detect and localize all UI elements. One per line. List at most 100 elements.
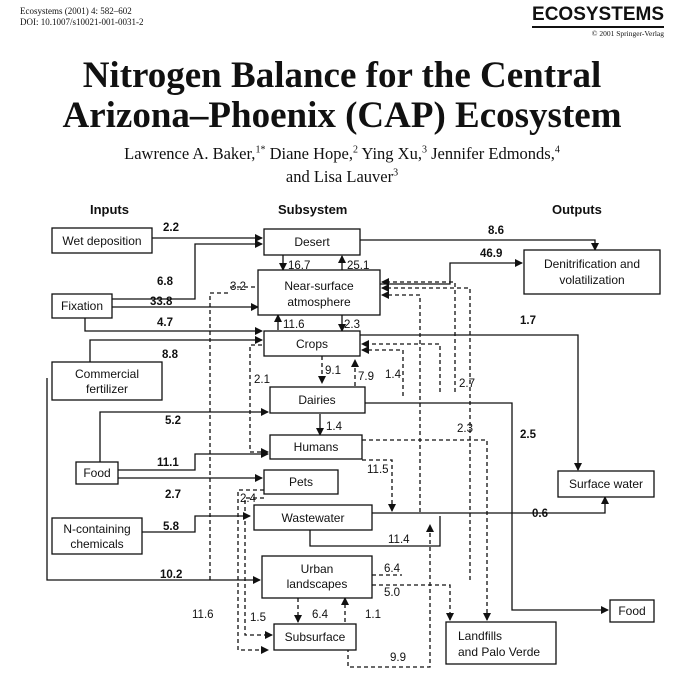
svg-text:1.4: 1.4 — [326, 421, 343, 433]
svg-text:landscapes: landscapes — [287, 577, 348, 591]
title-line-2: Arizona–Phoenix (CAP) Ecosystem — [62, 95, 622, 136]
svg-text:7.9: 7.9 — [358, 371, 374, 383]
author-list: Lawrence A. Baker,1* Diane Hope,2 Ying X… — [0, 140, 684, 187]
svg-text:5.2: 5.2 — [165, 415, 181, 427]
svg-text:11.1: 11.1 — [157, 457, 179, 469]
citation-line-2: DOI: 10.1007/s10021-001-0031-2 — [20, 17, 144, 27]
svg-text:8.8: 8.8 — [162, 349, 179, 361]
author-4: Jennifer Edmonds,4 — [426, 143, 560, 163]
svg-text:Urban: Urban — [301, 562, 334, 576]
svg-text:and Palo Verde: and Palo Verde — [458, 645, 540, 659]
svg-text:11.5: 11.5 — [367, 464, 389, 476]
svg-text:Wet deposition: Wet deposition — [62, 234, 141, 248]
svg-text:1.4: 1.4 — [385, 369, 402, 381]
title-line-1: Nitrogen Balance for the Central — [82, 55, 602, 96]
svg-text:25.1: 25.1 — [347, 260, 369, 272]
output-box-denitrification: Denitrification and volatilization — [523, 249, 661, 295]
solid-flows — [46, 234, 609, 614]
flow-labels: 2.2 6.8 33.8 4.7 8.8 5.2 11.1 2.7 5.8 10… — [150, 222, 548, 664]
svg-text:11.4: 11.4 — [388, 534, 410, 546]
svg-text:2.7: 2.7 — [165, 489, 181, 501]
svg-text:6.8: 6.8 — [157, 276, 174, 288]
svg-text:6.4: 6.4 — [384, 563, 401, 575]
subsystem-urban-landscapes: Urban landscapes — [261, 555, 373, 599]
svg-text:chemicals: chemicals — [70, 537, 123, 551]
subsystem-wastewater: Wastewater — [253, 504, 373, 531]
journal-name: ECOSYSTEMS — [532, 4, 664, 28]
subsystem-atmosphere: Near-surface atmosphere — [257, 269, 381, 316]
svg-text:2.1: 2.1 — [254, 374, 270, 386]
svg-text:33.8: 33.8 — [150, 296, 173, 308]
output-box-landfills: Landfills and Palo Verde — [445, 621, 557, 665]
author-5: and Lisa Lauver3 — [285, 167, 399, 186]
author-2: Diane Hope,2 — [265, 143, 358, 163]
svg-text:fertilizer: fertilizer — [86, 382, 128, 396]
svg-text:Denitrification and: Denitrification and — [544, 257, 640, 271]
input-box-fixation: Fixation — [51, 293, 113, 319]
svg-text:Food: Food — [83, 466, 110, 480]
citation-line-1: Ecosystems (2001) 4: 582–602 — [20, 6, 132, 16]
svg-text:Pets: Pets — [289, 475, 313, 489]
svg-text:1.5: 1.5 — [250, 612, 266, 624]
svg-text:Crops: Crops — [296, 337, 328, 351]
svg-text:N-containing: N-containing — [63, 522, 130, 536]
svg-text:5.8: 5.8 — [163, 521, 180, 533]
svg-text:atmosphere: atmosphere — [287, 295, 351, 309]
svg-text:9.1: 9.1 — [325, 365, 341, 377]
output-box-surface-water: Surface water — [557, 470, 655, 498]
svg-text:1.7: 1.7 — [520, 315, 536, 327]
subsystem-dairies: Dairies — [269, 386, 366, 414]
svg-text:volatilization: volatilization — [559, 273, 624, 287]
svg-text:46.9: 46.9 — [480, 248, 502, 260]
output-box-food: Food — [609, 599, 655, 623]
heading-inputs: Inputs — [90, 202, 129, 217]
svg-text:5.0: 5.0 — [384, 587, 400, 599]
input-box-wet-deposition: Wet deposition — [51, 227, 153, 254]
svg-text:Subsurface: Subsurface — [285, 630, 346, 644]
svg-text:Near-surface: Near-surface — [284, 279, 354, 293]
heading-outputs: Outputs — [552, 202, 602, 217]
svg-text:2.5: 2.5 — [520, 429, 537, 441]
svg-text:Commercial: Commercial — [75, 367, 139, 381]
svg-text:Desert: Desert — [294, 235, 330, 249]
svg-text:4.7: 4.7 — [157, 317, 173, 329]
svg-text:3.2: 3.2 — [230, 281, 246, 293]
svg-text:11.6: 11.6 — [192, 609, 214, 621]
svg-text:Fixation: Fixation — [61, 299, 103, 313]
svg-text:0.6: 0.6 — [532, 508, 548, 520]
svg-text:Surface water: Surface water — [569, 477, 643, 491]
svg-text:9.9: 9.9 — [390, 652, 406, 664]
svg-text:Dairies: Dairies — [298, 393, 335, 407]
svg-text:2.3: 2.3 — [344, 319, 360, 331]
svg-text:Wastewater: Wastewater — [282, 511, 345, 525]
svg-text:10.2: 10.2 — [160, 569, 182, 581]
journal-logo-block: ECOSYSTEMS © 2001 Springer-Verlag — [532, 4, 664, 38]
input-box-food: Food — [75, 461, 119, 485]
svg-text:Humans: Humans — [294, 440, 339, 454]
subsystem-humans: Humans — [269, 434, 363, 460]
copyright: © 2001 Springer-Verlag — [591, 29, 664, 38]
svg-text:1.1: 1.1 — [365, 609, 381, 621]
subsystem-pets: Pets — [263, 469, 339, 495]
author-3: Ying Xu,3 — [357, 143, 427, 163]
svg-text:Landfills: Landfills — [458, 629, 502, 643]
svg-text:8.6: 8.6 — [488, 225, 504, 237]
svg-text:Food: Food — [618, 604, 645, 618]
svg-text:2.3: 2.3 — [457, 423, 473, 435]
subsystem-crops: Crops — [263, 330, 361, 357]
input-box-commercial-fertilizer: Commercial fertilizer — [51, 361, 163, 401]
heading-subsystem: Subsystem — [278, 202, 347, 217]
citation: Ecosystems (2001) 4: 582–602 DOI: 10.100… — [20, 6, 144, 28]
paper-title: Nitrogen Balance for the Central Arizona… — [0, 56, 684, 136]
svg-text:2.7: 2.7 — [459, 378, 475, 390]
input-box-n-chemicals: N-containing chemicals — [51, 517, 143, 555]
svg-text:16.7: 16.7 — [288, 260, 310, 272]
dashed-flows — [209, 278, 491, 668]
svg-text:11.6: 11.6 — [283, 319, 305, 331]
author-1: Lawrence A. Baker,1* — [124, 143, 266, 163]
subsystem-desert: Desert — [263, 228, 361, 256]
subsystem-subsurface: Subsurface — [273, 623, 357, 651]
svg-text:6.4: 6.4 — [312, 609, 329, 621]
svg-text:2.2: 2.2 — [163, 222, 179, 234]
